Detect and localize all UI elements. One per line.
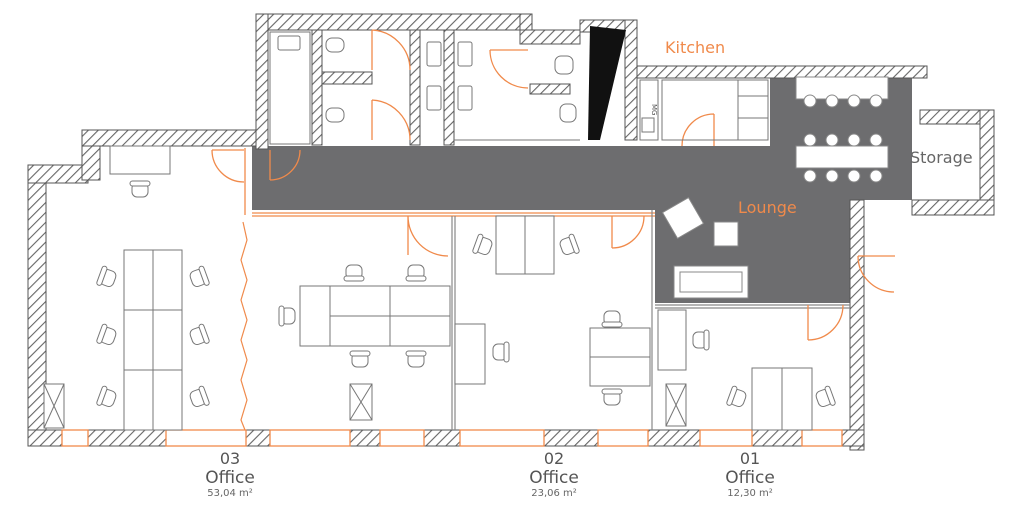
windows bbox=[61, 148, 843, 447]
corridor bbox=[252, 75, 912, 303]
kitchen-label: Kitchen bbox=[665, 38, 726, 57]
lounge-tables bbox=[661, 76, 889, 299]
stair-shape bbox=[588, 26, 626, 140]
office-03-caption: 03 Office 53,04 m² bbox=[170, 450, 290, 500]
office-number: 02 bbox=[543, 449, 565, 468]
kitchen-fixtures bbox=[639, 79, 769, 141]
office-area: 23,06 m² bbox=[531, 488, 577, 499]
sanitary-fixtures bbox=[269, 31, 580, 145]
office-desks bbox=[109, 145, 813, 431]
doors bbox=[211, 29, 895, 341]
lounge-label: Lounge bbox=[738, 198, 797, 217]
office-area: 12,30 m² bbox=[727, 488, 773, 499]
office-01-caption: 01 Office 12,30 m² bbox=[690, 450, 810, 500]
office-name: Office bbox=[529, 468, 579, 488]
office-name: Office bbox=[725, 468, 775, 488]
storage-label: Storage bbox=[910, 148, 973, 167]
office-area: 53,04 m² bbox=[207, 488, 253, 499]
office-02-caption: 02 Office 23,06 m² bbox=[494, 450, 614, 500]
appliance-tag: MG bbox=[650, 104, 658, 115]
office-name: Office bbox=[205, 468, 255, 488]
office-number: 01 bbox=[739, 449, 761, 468]
office-number: 03 bbox=[219, 449, 241, 468]
cabinets bbox=[43, 383, 687, 429]
walls bbox=[27, 13, 995, 451]
office-partitions bbox=[240, 210, 850, 431]
